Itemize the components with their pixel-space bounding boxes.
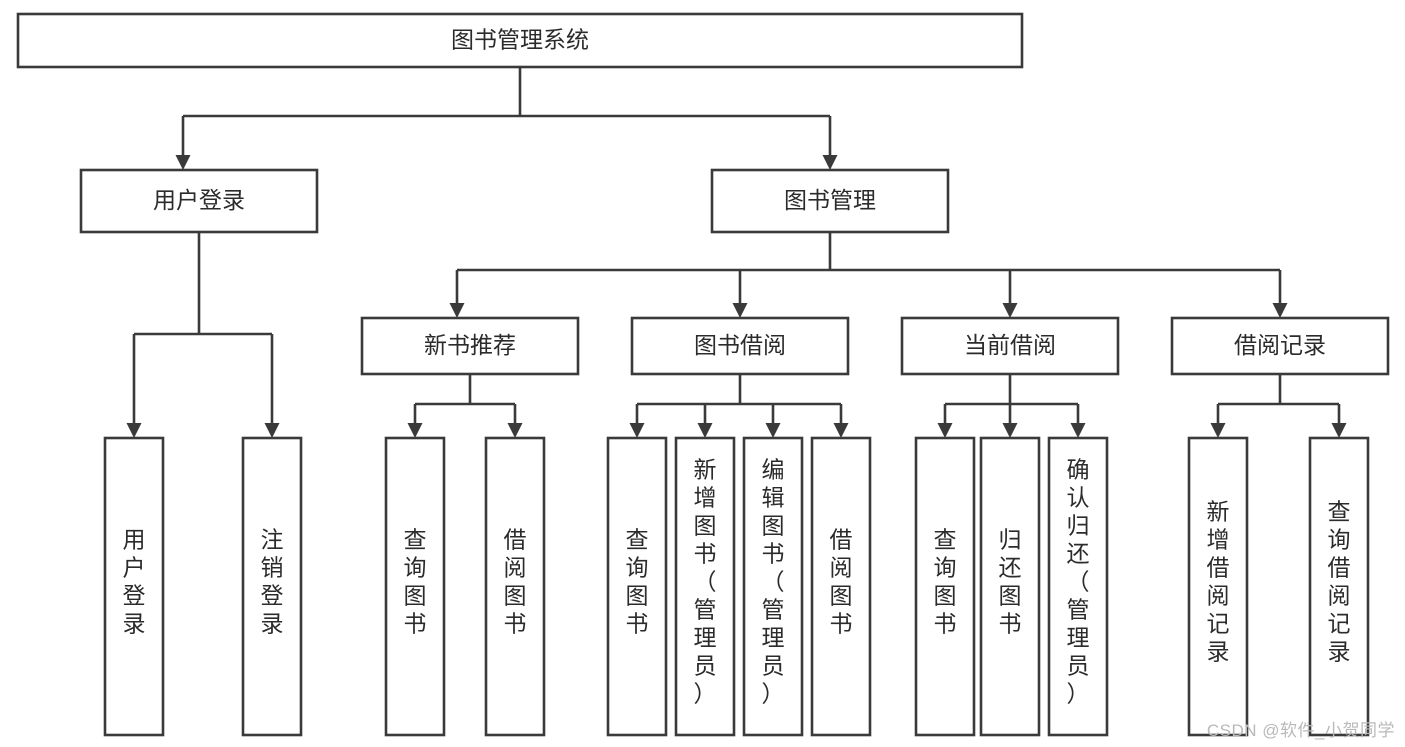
node-leaf-borrow-book-bor[interactable]: 借阅图书 <box>810 436 872 737</box>
node-leaf-query-book-cur[interactable]: 查询图书 <box>914 436 976 737</box>
node-user-login[interactable]: 用户登录 <box>79 168 319 234</box>
node-label-leaf-return-book: 归还图书 <box>999 527 1022 637</box>
node-box-leaf-add-borrow-record[interactable] <box>1187 436 1249 737</box>
node-book-manage[interactable]: 图书管理 <box>710 168 950 234</box>
watermark-csdn: CSDN @软件_小贺同学 <box>1206 721 1395 740</box>
node-box-leaf-edit-book-admin[interactable] <box>742 436 804 737</box>
node-leaf-confirm-return-admin[interactable]: 确认归还（管理员） <box>1047 436 1109 737</box>
level2-drop-0-arrowhead <box>175 155 191 170</box>
node-root[interactable]: 图书管理系统 <box>16 12 1024 69</box>
level2-drop-1-arrowhead <box>822 155 838 170</box>
node-label-leaf-query-book-cur: 查询图书 <box>934 527 957 637</box>
node-label-leaf-query-borrow-record: 查询借阅记录 <box>1328 499 1351 665</box>
level3-drop-0-arrowhead <box>449 303 465 318</box>
node-label-leaf-borrow-book-rec: 借阅图书 <box>504 527 527 637</box>
node-box-leaf-add-book-admin[interactable] <box>674 436 736 737</box>
node-leaf-borrow-book-rec[interactable]: 借阅图书 <box>484 436 546 737</box>
node-box-new-book-recommend[interactable] <box>360 316 580 376</box>
new-book-children-drop-1-arrowhead <box>507 423 523 438</box>
node-leaf-logout[interactable]: 注销登录 <box>241 436 303 737</box>
node-label-current-borrow: 当前借阅 <box>964 332 1056 358</box>
node-box-leaf-user-login[interactable] <box>103 436 165 737</box>
node-box-leaf-query-borrow-record[interactable] <box>1308 436 1370 737</box>
node-box-current-borrow[interactable] <box>900 316 1120 376</box>
node-borrow-record[interactable]: 借阅记录 <box>1170 316 1390 376</box>
node-leaf-query-book-bor[interactable]: 查询图书 <box>606 436 668 737</box>
level3-drop-3-arrowhead <box>1272 303 1288 318</box>
book-borrow-children-drop-2-arrowhead <box>765 423 781 438</box>
node-leaf-return-book[interactable]: 归还图书 <box>979 436 1041 737</box>
node-label-leaf-logout: 注销登录 <box>261 527 284 637</box>
node-box-leaf-query-book-bor[interactable] <box>606 436 668 737</box>
node-current-borrow[interactable]: 当前借阅 <box>900 316 1120 376</box>
node-label-borrow-record: 借阅记录 <box>1234 332 1326 358</box>
node-leaf-add-book-admin[interactable]: 新增图书（管理员） <box>674 436 736 737</box>
borrow-record-children-drop-0-arrowhead <box>1210 423 1226 438</box>
node-box-leaf-query-book-cur[interactable] <box>914 436 976 737</box>
node-leaf-user-login[interactable]: 用户登录 <box>103 436 165 737</box>
current-borrow-children-drop-1-arrowhead <box>1002 423 1018 438</box>
connector-layer <box>126 67 1347 438</box>
node-label-leaf-query-book-bor: 查询图书 <box>626 527 649 637</box>
node-book-borrow[interactable]: 图书借阅 <box>630 316 850 376</box>
node-label-new-book-recommend: 新书推荐 <box>424 332 516 358</box>
node-leaf-query-book-rec[interactable]: 查询图书 <box>384 436 446 737</box>
node-label-book-borrow: 图书借阅 <box>694 332 786 358</box>
node-label-root: 图书管理系统 <box>451 27 589 53</box>
node-label-leaf-user-login: 用户登录 <box>123 527 146 637</box>
node-new-book-recommend[interactable]: 新书推荐 <box>360 316 580 376</box>
node-label-leaf-confirm-return-admin: 确认归还（管理员） <box>1067 457 1090 707</box>
node-leaf-edit-book-admin[interactable]: 编辑图书（管理员） <box>742 436 804 737</box>
node-label-leaf-add-book-admin: 新增图书（管理员） <box>694 457 717 707</box>
current-borrow-children-drop-0-arrowhead <box>937 423 953 438</box>
node-box-borrow-record[interactable] <box>1170 316 1390 376</box>
node-box-leaf-borrow-book-bor[interactable] <box>810 436 872 737</box>
current-borrow-children-drop-2-arrowhead <box>1070 423 1086 438</box>
borrow-record-children-drop-1-arrowhead <box>1331 423 1347 438</box>
node-leaf-query-borrow-record[interactable]: 查询借阅记录 <box>1308 436 1370 737</box>
node-box-book-borrow[interactable] <box>630 316 850 376</box>
book-borrow-children-drop-0-arrowhead <box>629 423 645 438</box>
node-label-user-login: 用户登录 <box>153 187 245 213</box>
node-label-leaf-query-book-rec: 查询图书 <box>404 527 427 637</box>
node-box-book-manage[interactable] <box>710 168 950 234</box>
node-label-leaf-add-borrow-record: 新增借阅记录 <box>1207 499 1230 665</box>
node-box-leaf-borrow-book-rec[interactable] <box>484 436 546 737</box>
node-box-leaf-query-book-rec[interactable] <box>384 436 446 737</box>
node-box-user-login[interactable] <box>79 168 319 234</box>
level3-drop-2-arrowhead <box>1002 303 1018 318</box>
book-borrow-children-drop-1-arrowhead <box>697 423 713 438</box>
node-leaf-add-borrow-record[interactable]: 新增借阅记录 <box>1187 436 1249 737</box>
user-login-children-drop-1-arrowhead <box>264 423 280 438</box>
level3-drop-1-arrowhead <box>732 303 748 318</box>
node-label-leaf-edit-book-admin: 编辑图书（管理员） <box>762 457 785 707</box>
node-box-leaf-return-book[interactable] <box>979 436 1041 737</box>
node-label-book-manage: 图书管理 <box>784 187 876 213</box>
node-box-root[interactable] <box>16 12 1024 69</box>
user-login-children-drop-0-arrowhead <box>126 423 142 438</box>
node-label-leaf-borrow-book-bor: 借阅图书 <box>830 527 853 637</box>
node-box-leaf-logout[interactable] <box>241 436 303 737</box>
node-box-leaf-confirm-return-admin[interactable] <box>1047 436 1109 737</box>
node-layer: 图书管理系统用户登录图书管理新书推荐图书借阅当前借阅借阅记录用户登录注销登录查询… <box>16 12 1390 737</box>
new-book-children-drop-0-arrowhead <box>407 423 423 438</box>
book-borrow-children-drop-3-arrowhead <box>833 423 849 438</box>
